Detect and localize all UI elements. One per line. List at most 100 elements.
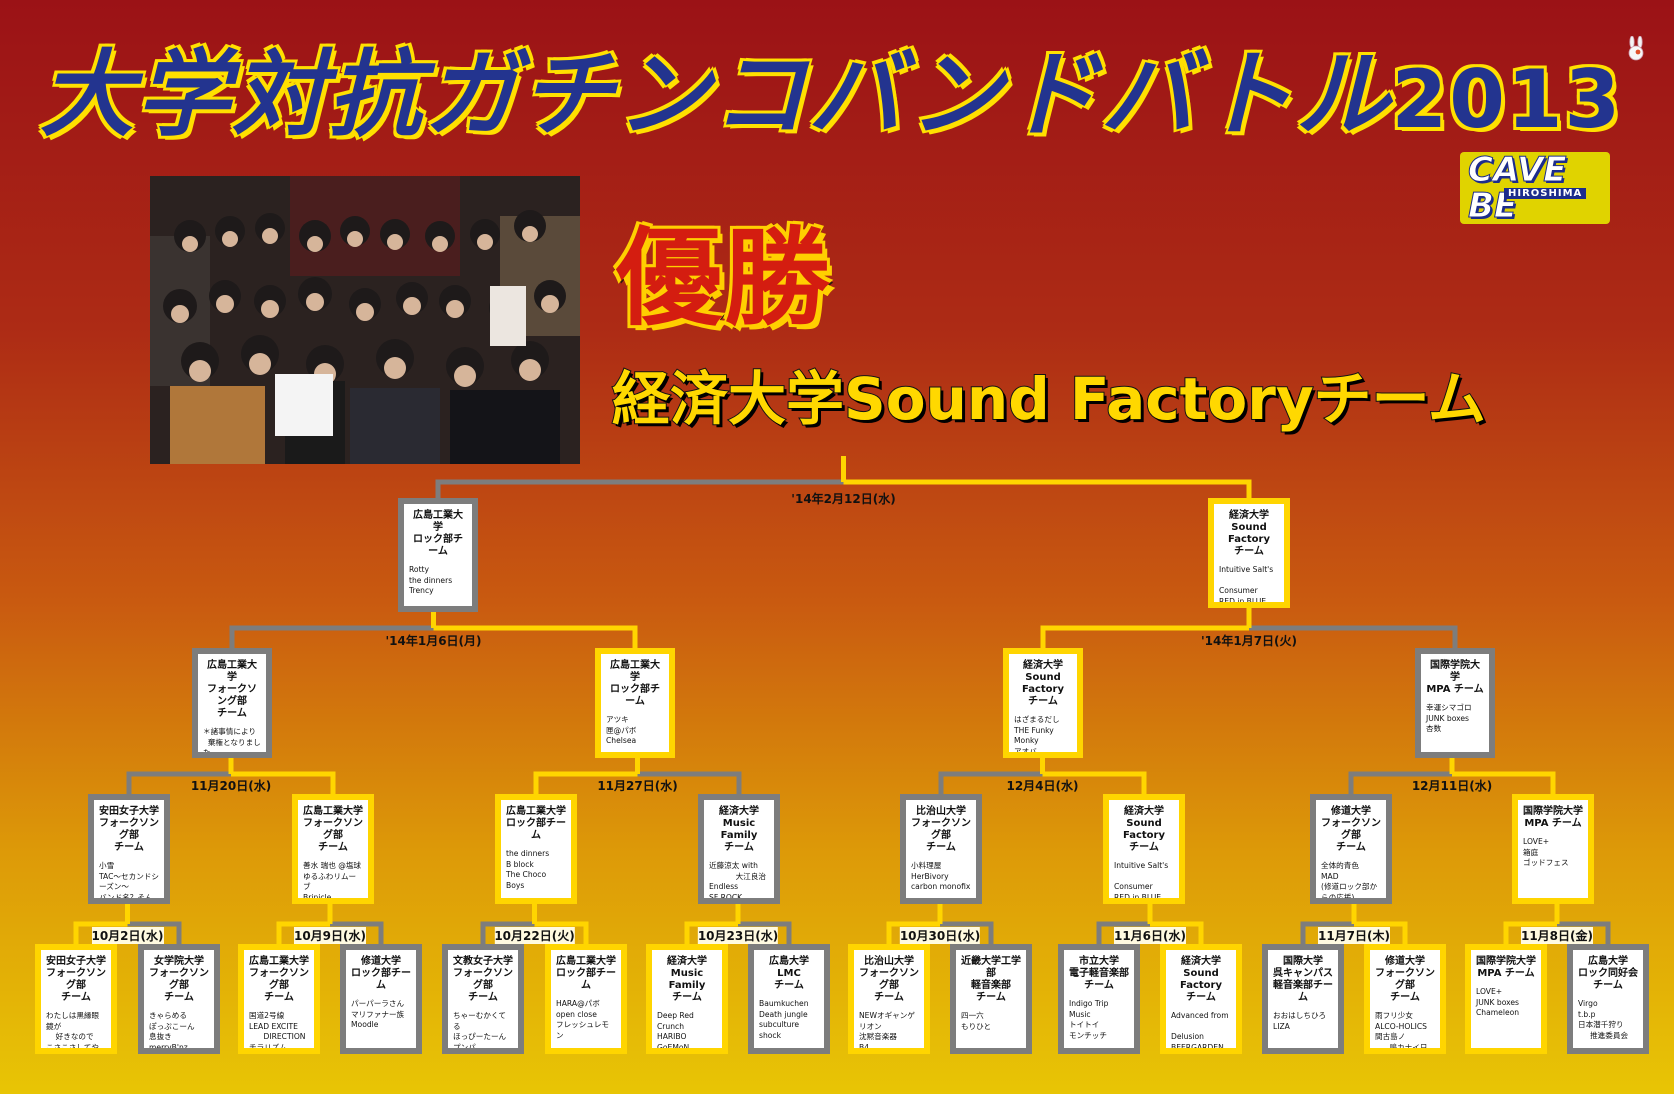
band-name: LEAD EXCITE DIRECTION — [249, 1021, 306, 1042]
winner-label: 優勝 — [615, 216, 832, 342]
band-name: the dinners — [506, 849, 550, 858]
band-name: アツキ — [606, 715, 629, 724]
band-name: Chameleon — [1476, 1008, 1520, 1018]
band-name: Trippers Audio Room — [1171, 1053, 1231, 1054]
band-name: LOVE+ — [1476, 987, 1503, 996]
band-name: バンド名？そんなん、 未来に置いてきたワズ。 — [99, 892, 153, 902]
match-date: 10月9日(水) — [293, 927, 367, 944]
band-name: carbon monofix — [911, 882, 971, 892]
team-name: 修道大学 ロック部チーム — [351, 956, 411, 991]
band-name: モンチッチ — [1069, 1030, 1107, 1040]
match-date: 10月30日(水) — [899, 927, 981, 944]
team-name: 経済大学 Music Family チーム — [719, 806, 759, 853]
band-name: ゴッドフェス — [1523, 858, 1569, 868]
band-name: ほっぴーたーん — [453, 1032, 507, 1042]
band-name: subculture shock mansion — [759, 1020, 800, 1040]
band-name: 国道2号線 — [249, 1011, 285, 1020]
team-name: 近畿大学工学部 軽音楽部 チーム — [961, 956, 1021, 1003]
team-name: 広島工業大学 ロック部チーム — [506, 806, 566, 841]
band-name: もりひと — [961, 1021, 992, 1031]
team-name: 市立大学 電子軽音楽部 チーム — [1069, 956, 1129, 991]
rabbit-icon — [1626, 35, 1646, 62]
team-name: 経済大学 Sound Factory チーム — [1227, 510, 1271, 557]
band-name: RED in BLUE — [1114, 892, 1162, 902]
bracket-connector — [1040, 625, 1249, 648]
bracket-connector — [533, 771, 638, 794]
team-name: 安田女子大学 フォークソング部 チーム — [99, 806, 159, 853]
band-name: 日本潜千狩り 推進委員会 — [1578, 1020, 1629, 1040]
group-photo — [150, 176, 580, 464]
band-list: LOVE+箱庭ゴッドフェス — [1523, 837, 1583, 869]
band-name: 息抜き — [149, 1032, 172, 1042]
team-name: 広島大学 LMC チーム — [769, 956, 809, 991]
band-name: SF ROCK — [709, 892, 743, 902]
team-name: 修道大学 フォークソング部 チーム — [1321, 806, 1381, 853]
band-name: merryB'nz — [149, 1042, 188, 1052]
team-name: 女学院大学 フォークソング部 チーム — [149, 956, 209, 1003]
bracket-connector — [534, 921, 589, 944]
band-list: 四一六もりひと — [961, 1011, 1021, 1032]
cavebe-logo: CAVE BE HIROSHIMA — [1460, 152, 1610, 225]
bracket-connector — [938, 771, 1043, 794]
title-main: 大学対抗ガチンコバンドバトル — [39, 40, 1392, 152]
band-name: 小雪 — [99, 861, 115, 870]
band-name: Trippers Audio Room — [1114, 903, 1174, 904]
bracket-connector — [480, 921, 535, 944]
team-name: 広島工業大学 フォークソング部 チーム — [207, 660, 257, 719]
bracket-connector — [276, 921, 330, 944]
band-name: TAC～セカンドシーズン～ — [99, 871, 159, 892]
match-date: 12月11日(水) — [1411, 779, 1493, 793]
band-name: Virgo — [1578, 999, 1598, 1008]
band-name: THE Funky Monky — [1014, 725, 1057, 746]
band-name: Rotty — [409, 565, 430, 574]
bracket-connector — [1348, 771, 1452, 794]
team-name: 広島大学 ロック同好会 チーム — [1578, 956, 1638, 991]
bracket-connector — [637, 771, 742, 794]
band-name: Intuitive Salt's Consumer — [1114, 861, 1169, 892]
match-date: '14年2月12日(水) — [791, 492, 896, 506]
match-date: '14年1月6日(月) — [385, 634, 482, 648]
band-name: 雨フリ少女 — [1375, 1011, 1413, 1020]
band-name: GoEMoN — [657, 1042, 690, 1052]
band-name: 沈黙音楽器 — [859, 1032, 897, 1042]
team-name: 経済大学 Sound Factory チーム — [1021, 660, 1065, 707]
team-name: 広島工業大学 ロック部チーム — [556, 956, 616, 991]
team-box-s1: 広島工業大学 フォークソング部 チーム＊諸事情により 棄権となりました。 — [192, 648, 272, 758]
match-date: 11月7日(木) — [1317, 927, 1391, 944]
bracket-connector — [1150, 921, 1204, 944]
match-date: 11月8日(金) — [1520, 927, 1594, 944]
band-name: アオバ — [1014, 746, 1037, 756]
bracket-connector — [886, 921, 940, 944]
band-name: NEWオギャンゲリオン — [859, 1011, 915, 1031]
band-name: Chelsea — [606, 736, 637, 746]
team-name: 安田女子大学 フォークソング部 チーム — [46, 956, 106, 1003]
band-name: HerBivory — [911, 871, 949, 881]
bracket-connector — [1557, 921, 1611, 944]
team-name: 修道大学 フォークソング部 チーム — [1375, 956, 1435, 1003]
